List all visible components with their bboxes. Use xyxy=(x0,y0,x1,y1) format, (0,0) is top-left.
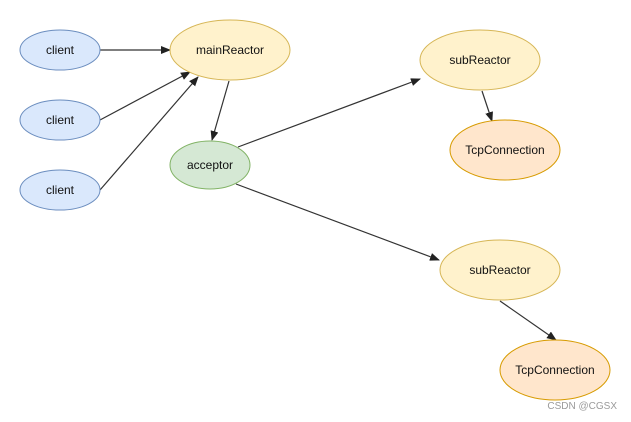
edge-client2-to-mainReactor xyxy=(99,71,191,121)
nodes-layer: client client client mainReactor acceptor sub… xyxy=(19,19,611,401)
edges-layer xyxy=(99,46,557,341)
edge-client3-to-mainReactor xyxy=(99,76,199,191)
edge-acceptor-to-subReactor2 xyxy=(235,183,440,261)
watermark: CSDN @CGSX xyxy=(547,401,617,412)
tcp-connection-ellipse xyxy=(449,119,561,181)
main-reactor-ellipse xyxy=(169,19,291,81)
client-node-client2: client xyxy=(19,99,101,141)
acceptor-node-acceptor: acceptor xyxy=(169,140,251,190)
tcp-connection-label: TcpConnection xyxy=(515,363,594,377)
client-node-client1: client xyxy=(19,29,101,71)
client-ellipse xyxy=(19,29,101,71)
sub-reactor-node-subReactor1: subReactor xyxy=(419,29,541,91)
main-reactor-label: mainReactor xyxy=(196,43,264,57)
tcp-connection-label: TcpConnection xyxy=(465,143,544,157)
client-ellipse xyxy=(19,169,101,211)
acceptor-label: acceptor xyxy=(187,158,233,172)
edge-mainReactor-to-acceptor xyxy=(210,80,230,141)
main-reactor-node-mainReactor: mainReactor xyxy=(169,19,291,81)
acceptor-ellipse xyxy=(169,140,251,190)
sub-reactor-node-subReactor2: subReactor xyxy=(439,239,561,301)
edge-subReactor1-to-tcp1 xyxy=(481,90,493,122)
client-ellipse xyxy=(19,99,101,141)
sub-reactor-ellipse xyxy=(419,29,541,91)
edge-subReactor2-to-tcp2 xyxy=(499,300,557,341)
edge-acceptor-to-subReactor1 xyxy=(237,78,421,148)
client-label: client xyxy=(46,43,75,57)
sub-reactor-ellipse xyxy=(439,239,561,301)
sub-reactor-label: subReactor xyxy=(469,263,530,277)
client-node-client3: client xyxy=(19,169,101,211)
tcp-connection-node-tcp1: TcpConnection xyxy=(449,119,561,181)
client-label: client xyxy=(46,183,75,197)
client-label: client xyxy=(46,113,75,127)
tcp-connection-node-tcp2: TcpConnection xyxy=(499,339,611,401)
sub-reactor-label: subReactor xyxy=(449,53,510,67)
tcp-connection-ellipse xyxy=(499,339,611,401)
